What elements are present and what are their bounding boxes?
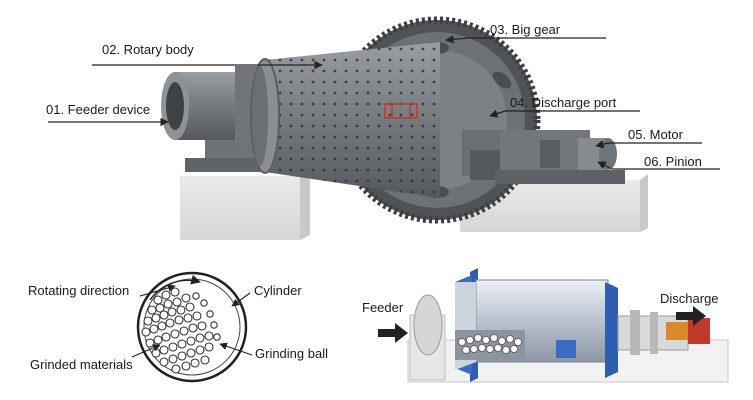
label-grinded-materials: Grinded materials — [30, 357, 133, 372]
flow-diagram — [378, 268, 729, 383]
rotary-body — [250, 42, 440, 198]
label-feeder: Feeder — [362, 300, 404, 315]
label-rotating-direction: Rotating direction — [28, 283, 130, 298]
grinding-balls — [141, 287, 221, 374]
cross-section — [131, 271, 253, 383]
label-pinion: 06. Pinion — [644, 154, 702, 169]
label-feeder-device: 01. Feeder device — [46, 102, 151, 117]
label-grinding-ball: Grinding ball — [255, 346, 328, 361]
label-discharge: Discharge — [660, 291, 719, 306]
feeder-device — [161, 66, 265, 146]
label-cylinder: Cylinder — [254, 283, 302, 298]
concrete-base-left — [180, 170, 310, 240]
label-big-gear: 03. Big gear — [490, 22, 561, 37]
motor-assembly — [495, 130, 625, 184]
label-motor: 05. Motor — [628, 127, 683, 142]
leader-lines — [48, 35, 720, 170]
label-discharge-port: 04. Discharge port — [510, 95, 617, 110]
label-rotary-body: 02. Rotary body — [102, 42, 194, 57]
